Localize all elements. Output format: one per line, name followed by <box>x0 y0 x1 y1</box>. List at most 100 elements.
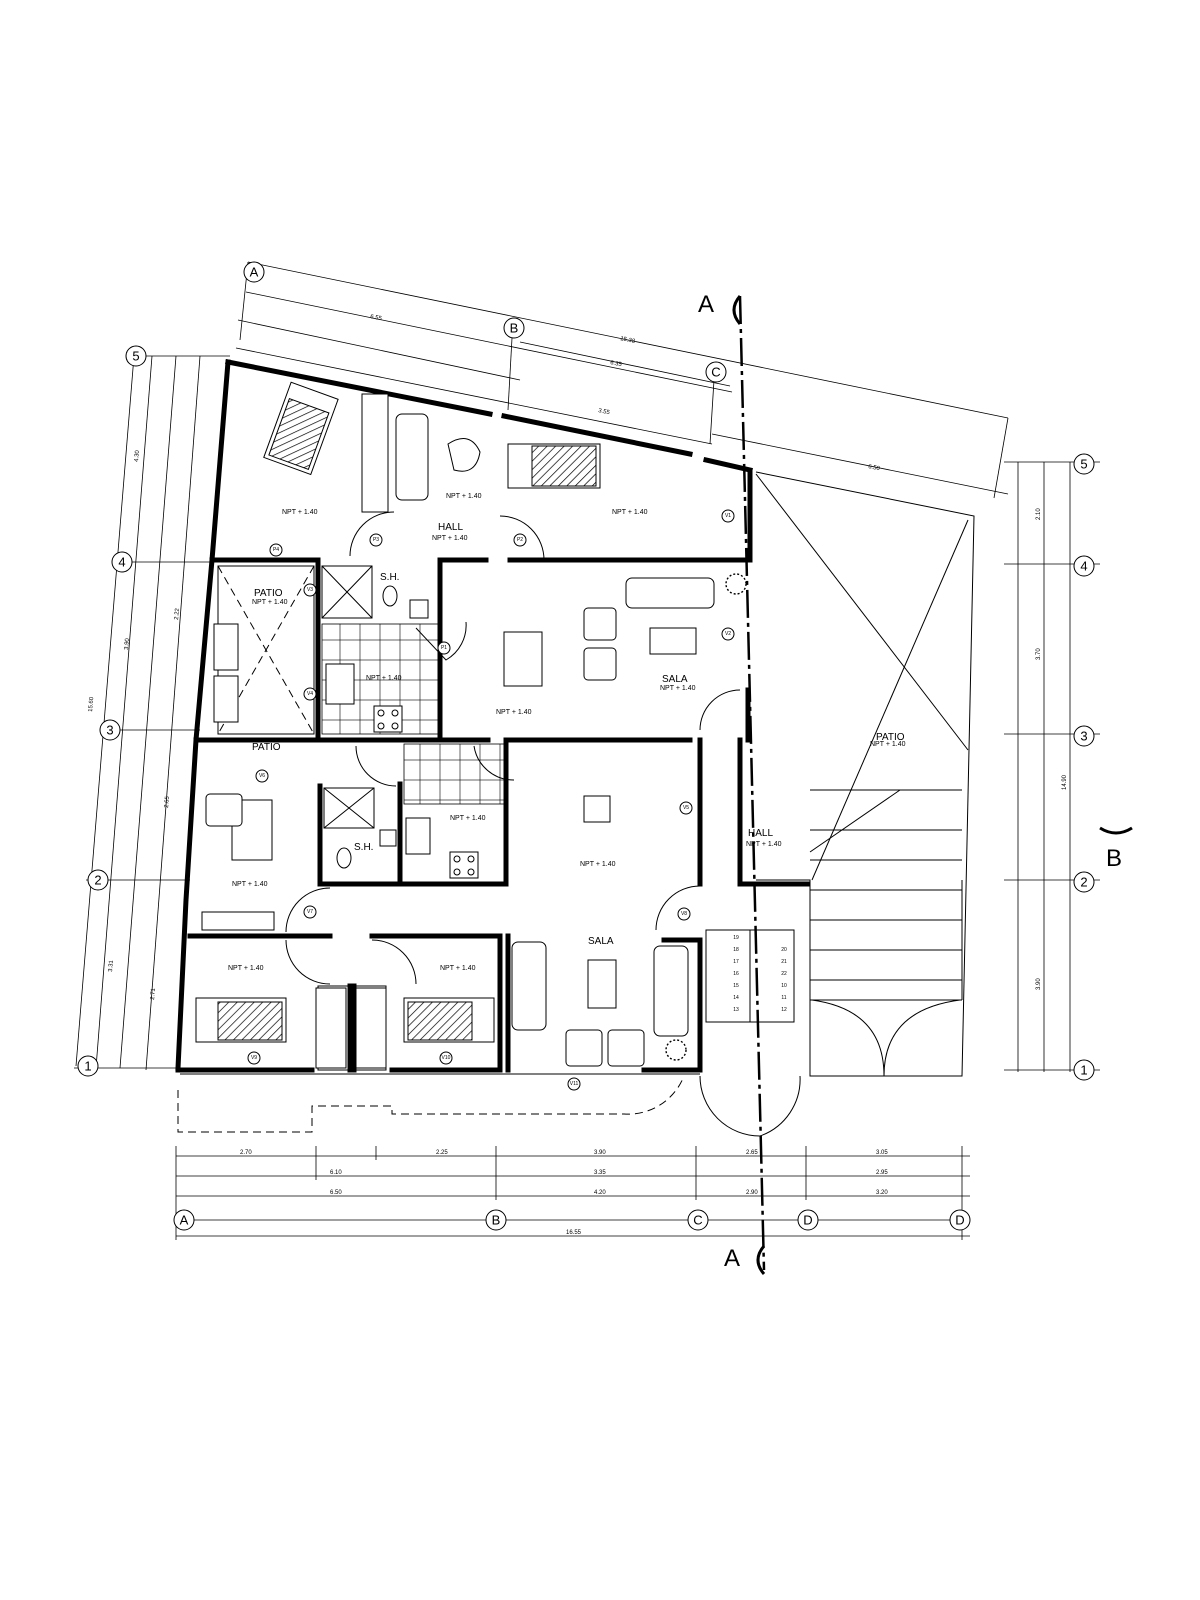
top-dimension-lines: 15.38 6.55 6.35 3.55 6.50 <box>235 261 1009 499</box>
door-swings <box>177 511 801 1137</box>
level-marker-12: NPT + 1.40 <box>228 965 264 972</box>
patio-left-top: PATIO <box>213 565 315 735</box>
room-label-hall-top: HALL <box>438 522 463 533</box>
right-axis-5-label: 5 <box>1080 457 1087 472</box>
bottom-axis-d2-bubble <box>949 1209 971 1231</box>
left-axis-5-label: 5 <box>132 349 139 364</box>
level-marker-1: NPT + 1.40 <box>282 509 318 516</box>
level-marker-9: NPT + 1.40 <box>450 815 486 822</box>
room-labels: HALL PATIO SALA SALA HALL <box>252 522 773 947</box>
door-tag-v4: V4 <box>307 691 313 697</box>
level-marker-6: NPT + 1.40 <box>366 675 402 682</box>
right-dimension-lines: 14.90 2.10 3.70 3.90 <box>1004 461 1100 1072</box>
right-axis-5-bubble <box>1073 453 1095 475</box>
section-mark-a-top: A <box>698 291 714 318</box>
door-tag-v3: V3 <box>307 587 313 593</box>
level-marker-15: NPT + 1.40 <box>870 741 906 748</box>
exterior-stairs <box>809 789 963 1077</box>
right-axis-4-bubble <box>1073 555 1095 577</box>
top-axis-a-bubble <box>243 261 265 283</box>
right-axis-2-bubble <box>1073 871 1095 893</box>
level-marker-4: NPT + 1.40 <box>432 535 468 542</box>
top-dim-a: 6.55 <box>370 314 383 322</box>
interior-stairs <box>705 929 795 1023</box>
living-furniture <box>205 413 715 1067</box>
left-dim-seg-1: 4.30 <box>134 449 141 462</box>
bottom-axis-a-bubble <box>173 1209 195 1231</box>
left-axis-1-bubble <box>77 1055 99 1077</box>
door-tag-p1: P1 <box>441 645 447 651</box>
bottom-axis-d-label: D <box>803 1213 812 1228</box>
bottom-dim-total: 16.55 <box>566 1230 582 1236</box>
level-marker-8: NPT + 1.40 <box>660 685 696 692</box>
closets <box>201 393 389 1069</box>
room-label-sala-top: SALA <box>662 674 688 685</box>
right-axis-3-bubble <box>1073 725 1095 747</box>
section-mark-b: B <box>1106 845 1122 872</box>
stair-num-12: 12 <box>781 1007 787 1013</box>
bottom-dim-r1-2: 2.25 <box>436 1150 448 1156</box>
bottom-dim-r3-4: 3.20 <box>876 1190 888 1196</box>
top-dim-right: 6.50 <box>868 464 881 472</box>
left-axis-1-label: 1 <box>84 1059 91 1074</box>
stair-num-15: 15 <box>733 983 739 989</box>
bottom-axis-d2-label: D <box>955 1213 964 1228</box>
top-dim-total: 15.38 <box>620 336 637 345</box>
right-dim-seg-2: 3.70 <box>1036 648 1042 660</box>
stair-num-10: 10 <box>781 983 787 989</box>
bottom-dim-r3-3: 2.90 <box>746 1190 758 1196</box>
top-axis-a-label: A <box>250 265 259 280</box>
beds <box>195 381 601 1043</box>
left-dim-total: 15.60 <box>88 696 95 712</box>
door-tag-p4: P4 <box>273 547 279 553</box>
bottom-dim-r2-2: 3.35 <box>594 1170 606 1176</box>
level-marker-5: NPT + 1.40 <box>252 599 288 606</box>
level-marker-14: NPT + 1.40 <box>746 841 782 848</box>
left-axis-bubbles: 5 4 3 2 1 <box>77 345 147 1077</box>
door-tag-v10: V10 <box>442 1055 451 1061</box>
top-axis-bubbles: A B C <box>243 261 727 383</box>
tiled-floors <box>321 623 505 805</box>
right-dim-seg-1: 2.10 <box>1036 508 1042 520</box>
level-marker-13: NPT + 1.40 <box>440 965 476 972</box>
right-axis-bubbles: 5 4 3 2 1 <box>1073 453 1095 1081</box>
top-axis-b-label: B <box>510 321 519 336</box>
stair-num-11: 11 <box>781 995 786 1001</box>
section-cut-a: A A <box>698 291 766 1275</box>
left-dimension-lines: 15.60 4.30 3.90 3.31 2.22 2.65 2.71 <box>74 355 230 1071</box>
bottom-dim-r1-4: 2.65 <box>746 1150 758 1156</box>
door-tag-v1: V1 <box>725 513 731 519</box>
top-axis-c-bubble <box>705 361 727 383</box>
level-marker-3: NPT + 1.40 <box>612 509 648 516</box>
stoves <box>325 663 479 879</box>
door-tag-p2: P2 <box>517 537 523 543</box>
level-marker-2: NPT + 1.40 <box>446 493 482 500</box>
door-tag-v7: V7 <box>307 909 313 915</box>
bottom-dim-r3-1: 6.50 <box>330 1190 342 1196</box>
bottom-axis-b-label: B <box>492 1213 501 1228</box>
bottom-dim-r1-3: 3.90 <box>594 1150 606 1156</box>
section-mark-a-bottom: A <box>724 1245 740 1272</box>
room-label-sh-bottom: S.H. <box>354 842 373 853</box>
top-dim-b: 6.35 <box>610 360 623 368</box>
top-dim-c: 3.55 <box>598 408 611 416</box>
door-tag-v9: V9 <box>251 1055 257 1061</box>
left-axis-3-bubble <box>99 719 121 741</box>
bottom-dim-r1-5: 3.05 <box>876 1150 888 1156</box>
bottom-axis-c-bubble <box>687 1209 709 1231</box>
door-tag-v2: V2 <box>725 631 731 637</box>
patio-right: PATIO <box>755 471 975 1077</box>
left-axis-2-label: 2 <box>94 873 101 888</box>
top-axis-c-label: C <box>711 365 720 380</box>
stair-numbers: 19 18 17 16 15 14 13 20 21 22 10 11 12 <box>733 935 787 1013</box>
level-marker-11: NPT + 1.40 <box>232 881 268 888</box>
left-axis-2-bubble <box>87 869 109 891</box>
bottom-axis-a-label: A <box>180 1213 189 1228</box>
left-dim-inner-2: 2.65 <box>164 795 171 808</box>
level-markers: NPT + 1.40 NPT + 1.40 NPT + 1.40 NPT + 1… <box>228 493 906 972</box>
left-axis-4-label: 4 <box>118 555 125 570</box>
level-marker-10: NPT + 1.40 <box>580 861 616 868</box>
door-tag-v6: V6 <box>259 773 265 779</box>
bottom-axis-bubbles: A B C D D <box>173 1209 971 1231</box>
